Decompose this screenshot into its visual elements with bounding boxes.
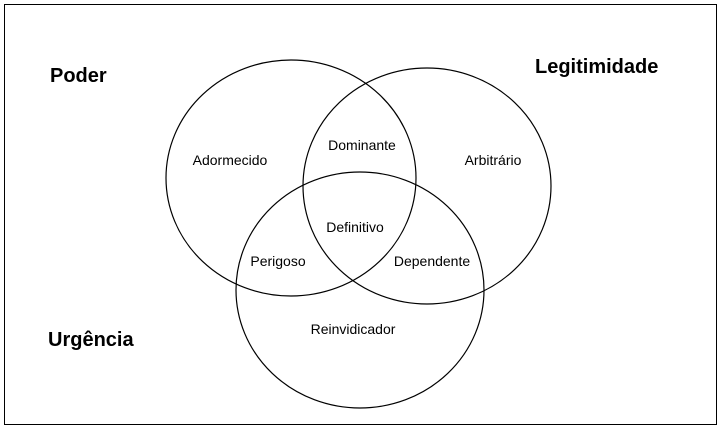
region-label-dependente: Dependente bbox=[394, 253, 471, 269]
region-label-perigoso: Perigoso bbox=[250, 253, 305, 269]
circle-legitimidade bbox=[302, 67, 552, 305]
circle-poder bbox=[165, 59, 417, 297]
diagram-frame bbox=[4, 4, 717, 425]
set-label-poder: Poder bbox=[50, 65, 107, 87]
region-label-dominante: Dominante bbox=[328, 137, 396, 153]
region-label-adormecido: Adormecido bbox=[193, 152, 268, 168]
circle-urgencia bbox=[235, 171, 485, 409]
region-label-reinvidicador: Reinvidicador bbox=[311, 321, 396, 337]
set-label-legitimidade: Legitimidade bbox=[535, 56, 658, 78]
set-label-urgencia: Urgência bbox=[48, 329, 134, 351]
region-label-definitivo: Definitivo bbox=[326, 219, 384, 235]
region-label-arbitrario: Arbitrário bbox=[465, 152, 522, 168]
